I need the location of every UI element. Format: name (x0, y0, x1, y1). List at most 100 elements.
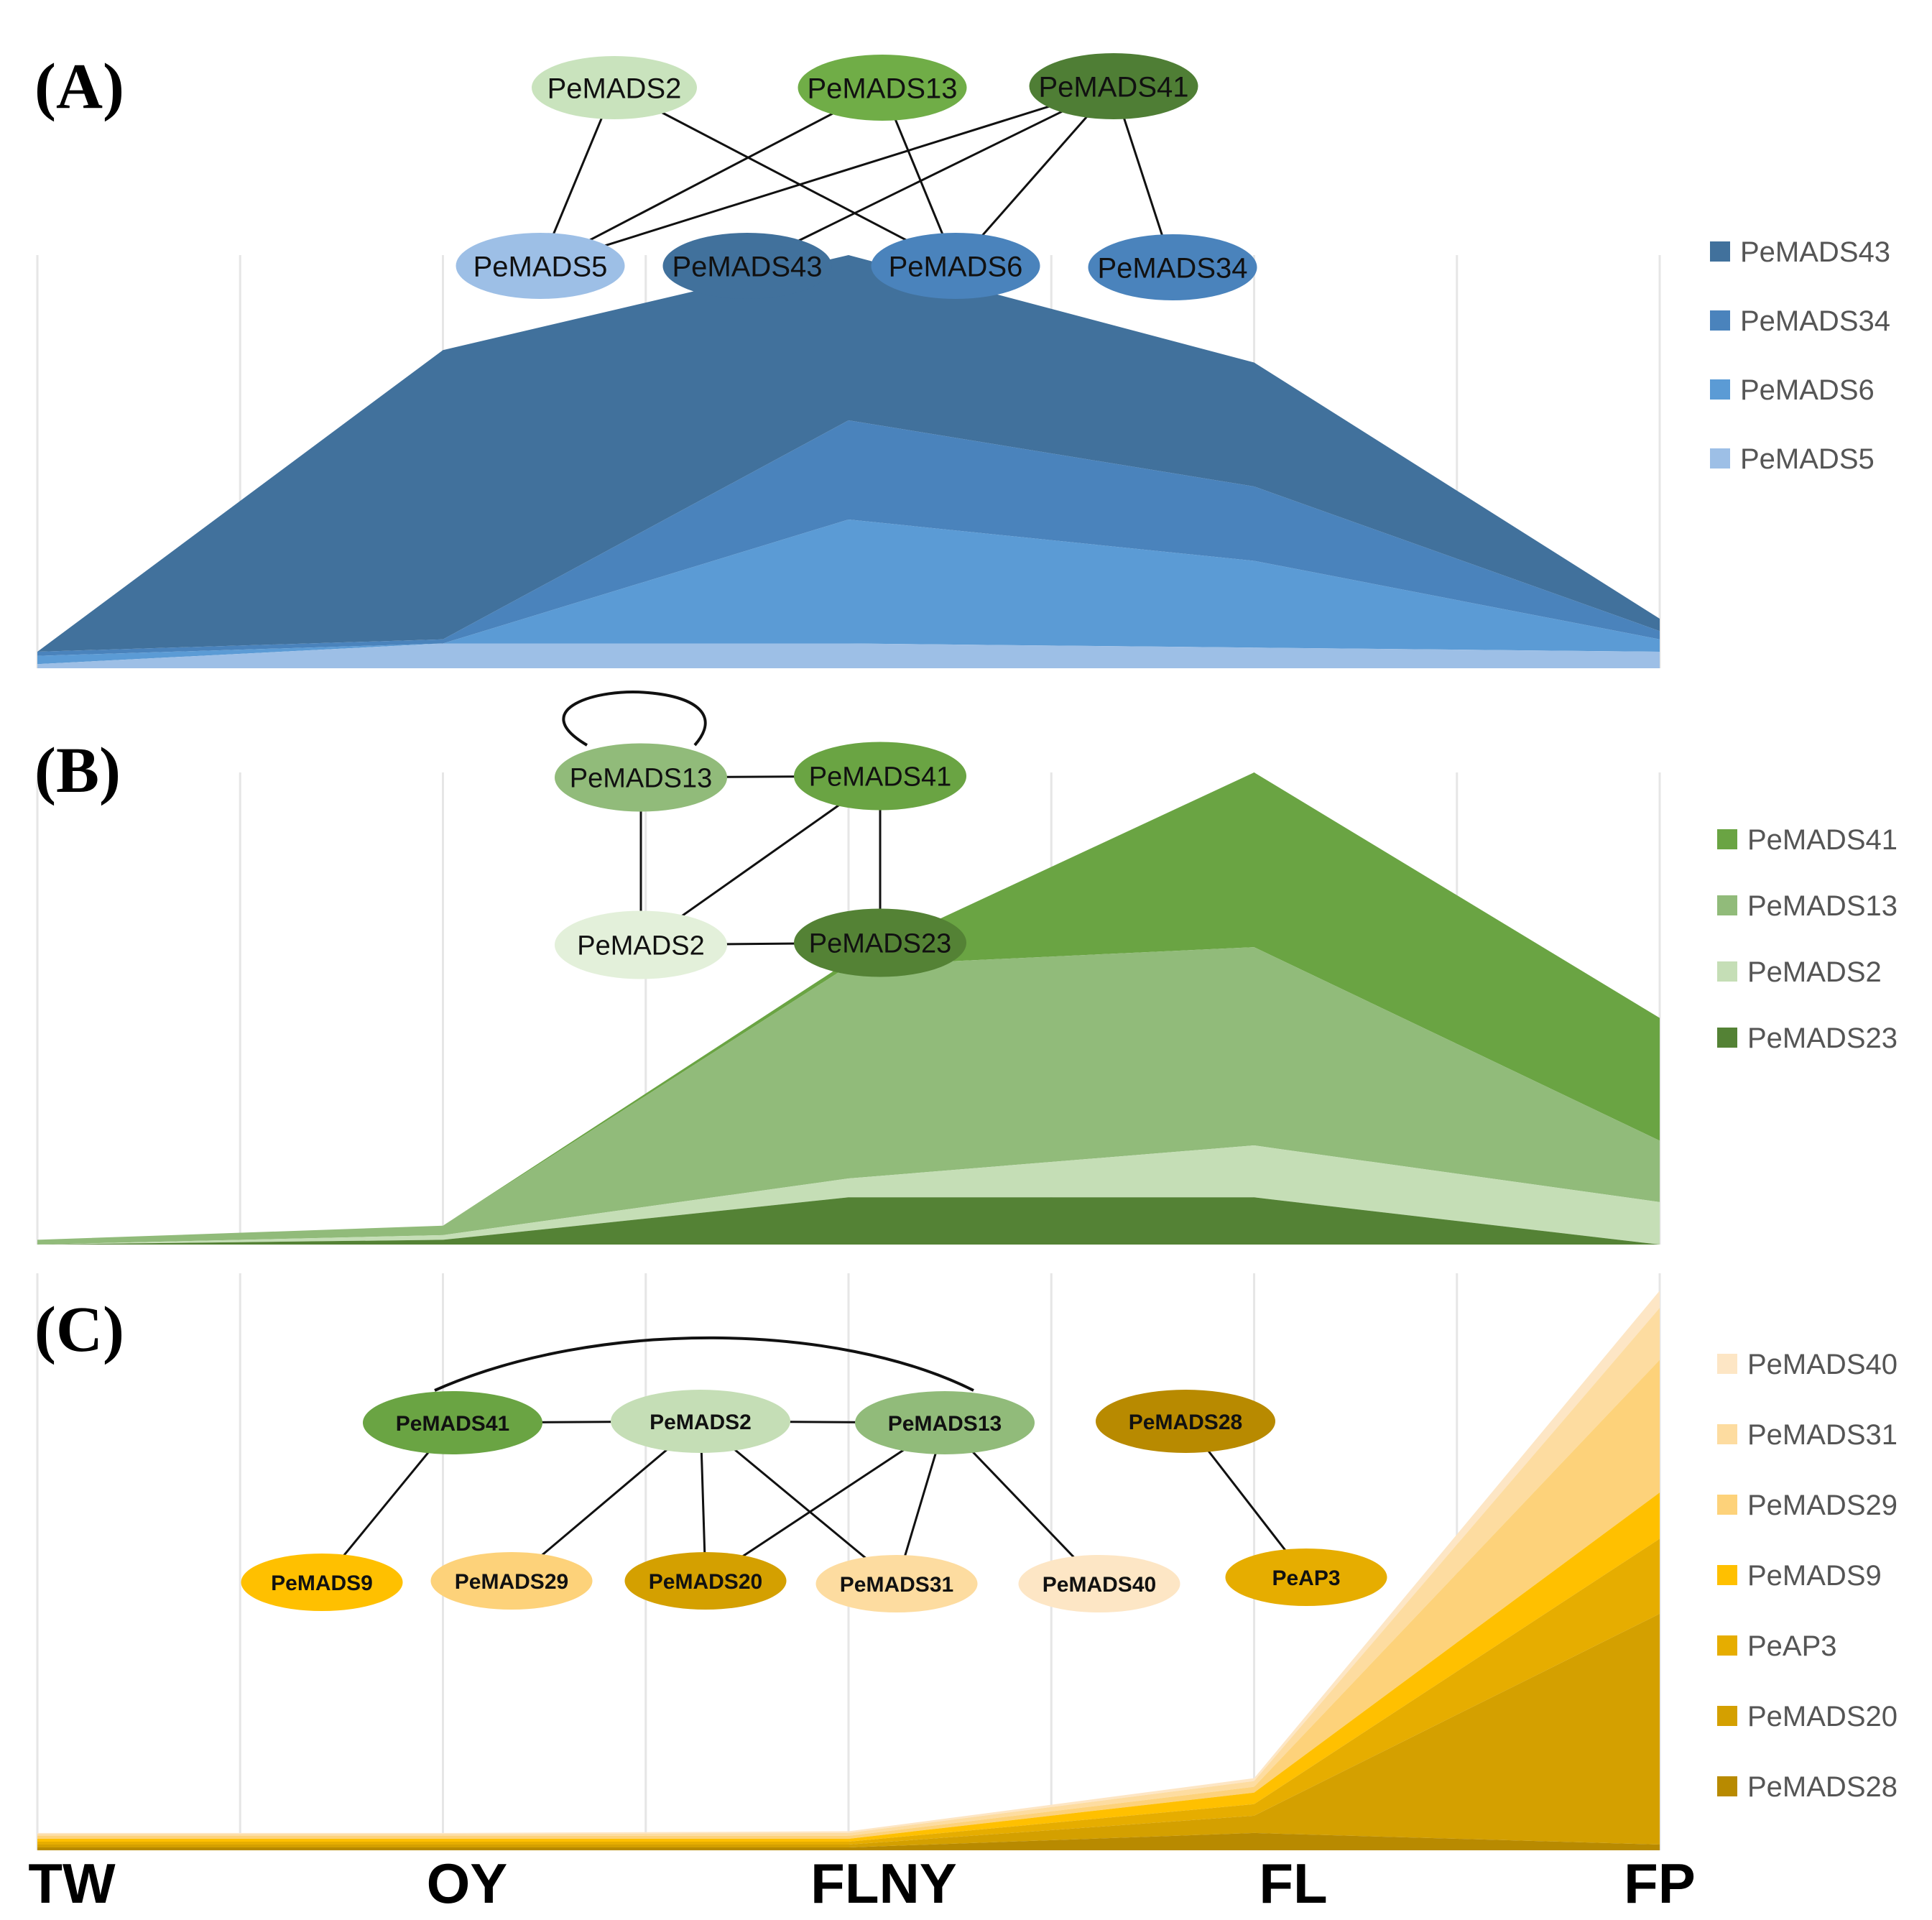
node-shape (624, 1552, 787, 1610)
area-pemads5 (37, 643, 1660, 668)
legend-swatch (1717, 1028, 1737, 1048)
node-label: PeMADS34 (1098, 252, 1248, 284)
panel-label: (A) (34, 51, 124, 122)
legend-label: PeMADS34 (1740, 305, 1890, 337)
areas (37, 1291, 1660, 1850)
x-tick-label: FLNY (810, 1852, 957, 1915)
x-tick-label: FP (1624, 1852, 1696, 1915)
legend-swatch (1717, 1495, 1737, 1515)
node-label: PeMADS41 (396, 1412, 509, 1436)
legend-item: PeMADS34 (1710, 305, 1890, 337)
edge (614, 86, 956, 267)
node-shape (241, 1554, 403, 1611)
panel-label: (B) (34, 735, 121, 806)
node-label: PeMADS2 (577, 931, 704, 961)
legend-swatch (1717, 1354, 1737, 1374)
node-shape (555, 910, 727, 979)
legend-item: PeMADS31 (1717, 1419, 1898, 1451)
legend-item: PeMADS5 (1710, 443, 1875, 475)
node-pemads41: PeMADS41 (794, 742, 966, 811)
node-pemads41: PeMADS41 (363, 1391, 542, 1454)
legend-swatch (1717, 895, 1737, 915)
node-pemads6: PeMADS6 (871, 233, 1040, 299)
area-pemads23 (37, 1197, 1660, 1245)
legend-label: PeMADS31 (1747, 1419, 1898, 1451)
node-pemads2: PeMADS2 (611, 1390, 790, 1453)
node-pemads40: PeMADS40 (1018, 1555, 1180, 1612)
edge (562, 691, 707, 747)
node-shape (611, 1390, 790, 1453)
node-pemads13: PeMADS13 (555, 743, 727, 812)
x-tick-label: TW (28, 1852, 116, 1915)
panel-label: (C) (34, 1294, 124, 1365)
node-shape (855, 1391, 1035, 1454)
area-pemads41 (37, 772, 1660, 1240)
node-pemads43: PeMADS43 (662, 233, 832, 299)
node-pemads41: PeMADS41 (1029, 53, 1198, 119)
legend-label: PeMADS41 (1747, 824, 1898, 856)
area-pemads34 (37, 420, 1660, 656)
node-label: PeMADS2 (547, 73, 682, 104)
area-pemads2 (37, 1145, 1660, 1245)
legend-label: PeMADS20 (1747, 1701, 1898, 1732)
node-pemads29: PeMADS29 (430, 1552, 593, 1610)
legend-swatch (1717, 1424, 1737, 1444)
area-pemads13 (37, 947, 1660, 1245)
node-shape (798, 55, 967, 121)
area-pemads43 (37, 255, 1660, 652)
edge (747, 85, 1114, 267)
areas (37, 772, 1660, 1245)
legend-swatch (1717, 829, 1737, 849)
node-pemads13: PeMADS13 (855, 1391, 1035, 1454)
node-label: PeMADS31 (840, 1573, 953, 1597)
node-label: PeMADS13 (570, 764, 713, 794)
node-label: PeMADS43 (672, 251, 823, 282)
node-label: PeAP3 (1272, 1566, 1340, 1590)
node-shape (662, 233, 832, 299)
areas (37, 255, 1660, 668)
node-label: PeMADS41 (809, 762, 952, 793)
x-tick-label: FL (1259, 1852, 1327, 1915)
node-label: PeMADS13 (888, 1412, 1002, 1436)
node-pemads23: PeMADS23 (794, 908, 966, 977)
legend-label: PeMADS13 (1747, 890, 1898, 922)
node-shape (1018, 1555, 1180, 1612)
legend-swatch (1717, 1776, 1737, 1796)
x-tick-label: OY (427, 1852, 508, 1915)
legend-label: PeMADS6 (1740, 374, 1875, 406)
node-pemads5: PeMADS5 (456, 233, 625, 299)
node-shape (1088, 234, 1257, 300)
legend-item: PeMADS43 (1710, 236, 1890, 268)
legend-item: PeMADS41 (1717, 824, 1898, 856)
node-shape (430, 1552, 593, 1610)
node-label: PeMADS20 (649, 1570, 762, 1594)
legend-swatch (1710, 448, 1730, 469)
legend: PeMADS40PeMADS31PeMADS29PeMADS9PeAP3PeMA… (1717, 1349, 1898, 1803)
legend-label: PeMADS29 (1747, 1490, 1898, 1521)
legend-label: PeMADS23 (1747, 1023, 1898, 1054)
x-axis: TW OY FLNY FL FP (28, 1852, 1695, 1915)
area-pemads20 (37, 1613, 1660, 1847)
node-label: PeMADS28 (1129, 1411, 1242, 1434)
legend-item: PeMADS29 (1717, 1490, 1898, 1521)
node-pemads2: PeMADS2 (555, 910, 727, 979)
legend-label: PeMADS5 (1740, 443, 1875, 475)
legend-label: PeAP3 (1747, 1630, 1837, 1662)
area-pemads28 (37, 1832, 1660, 1850)
node-label: PeMADS23 (809, 929, 952, 959)
node-shape (456, 233, 625, 299)
node-shape (815, 1555, 978, 1612)
legend-item: PeMADS9 (1717, 1560, 1882, 1592)
node-label: PeMADS13 (808, 73, 958, 104)
legend-swatch (1717, 1706, 1737, 1726)
node-shape (532, 56, 697, 119)
legend-item: PeMADS20 (1717, 1701, 1898, 1732)
legend-label: PeMADS40 (1747, 1349, 1898, 1380)
